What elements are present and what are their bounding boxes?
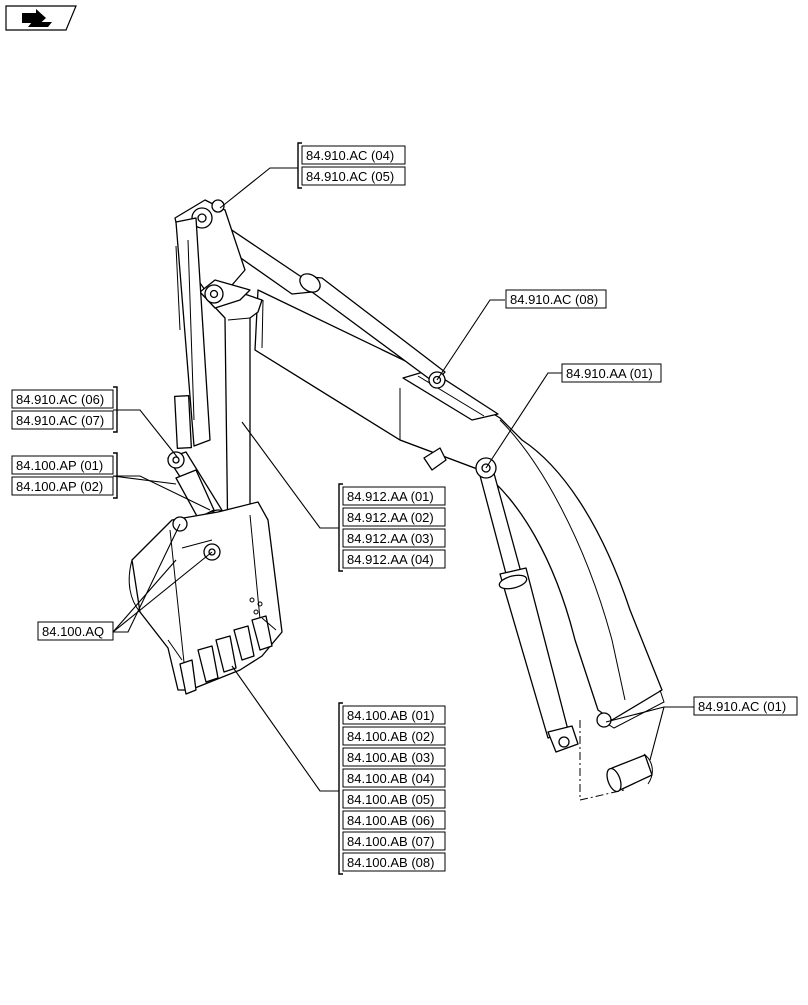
callout-box[interactable] <box>11 410 114 430</box>
callout-label[interactable]: 84.100.AB (01) <box>347 708 434 723</box>
callout-label[interactable]: 84.910.AC (07) <box>16 413 104 428</box>
callout-label[interactable]: 84.100.AB (04) <box>347 771 434 786</box>
callout-box[interactable] <box>342 486 446 506</box>
callout-box[interactable] <box>342 789 446 809</box>
callout-labels: 84.910.AC (04)84.910.AC (05)84.910.AC (0… <box>11 142 798 875</box>
callout-group-910ac-04-05: 84.910.AC (04) 84.910.AC (05) <box>297 142 406 189</box>
callout-box[interactable] <box>342 768 446 788</box>
callout-label[interactable]: 84.100.AB (06) <box>347 813 434 828</box>
callout-box[interactable] <box>342 810 446 830</box>
callout-group-910ac-01: 84.910.AC (01) <box>693 696 798 716</box>
callout-box[interactable] <box>342 705 446 725</box>
callout-box[interactable] <box>342 852 446 872</box>
callout-group-910aa-01: 84.910.AA (01) <box>561 363 662 383</box>
callout-group-100ab-01-08: 84.100.AB (01) 84.100.AB (02) 84.100.AB (0… <box>338 702 446 875</box>
callout-box[interactable] <box>342 549 446 569</box>
callout-label[interactable]: 84.100.AP (02) <box>16 479 103 494</box>
callout-label[interactable]: 84.910.AC (08) <box>510 292 598 307</box>
callout-label[interactable]: 84.100.AQ <box>42 624 104 639</box>
callout-label[interactable]: 84.912.AA (01) <box>347 489 434 504</box>
callout-box[interactable] <box>11 389 114 409</box>
callout-group-910ac-08: 84.910.AC (08) <box>505 289 607 309</box>
callout-bracket <box>338 483 343 572</box>
callout-box[interactable] <box>342 747 446 767</box>
callout-label[interactable]: 84.100.AP (01) <box>16 458 103 473</box>
callout-box[interactable] <box>11 476 114 496</box>
callout-group-100aq: 84.100.AQ <box>37 621 114 641</box>
callout-label[interactable]: 84.100.AB (07) <box>347 834 434 849</box>
callout-group-910ac-06-07: 84.910.AC (06) 84.910.AC (07) <box>11 386 118 433</box>
callout-box[interactable] <box>342 507 446 527</box>
callout-label[interactable]: 84.100.AB (05) <box>347 792 434 807</box>
callout-bracket <box>113 452 118 499</box>
callout-label[interactable]: 84.910.AC (06) <box>16 392 104 407</box>
callout-box[interactable] <box>301 145 406 165</box>
callout-box[interactable] <box>11 455 114 475</box>
callout-label[interactable]: 84.910.AC (04) <box>306 148 394 163</box>
callout-label[interactable]: 84.910.AA (01) <box>566 366 653 381</box>
callout-box[interactable] <box>301 166 406 186</box>
callout-label[interactable]: 84.100.AB (02) <box>347 729 434 744</box>
callout-label[interactable]: 84.910.AC (01) <box>698 699 786 714</box>
callout-bracket <box>338 702 343 875</box>
callout-label[interactable]: 84.910.AC (05) <box>306 169 394 184</box>
callout-box[interactable] <box>37 621 114 641</box>
callout-label[interactable]: 84.100.AB (08) <box>347 855 434 870</box>
next-page-arrow-icon[interactable] <box>5 5 77 31</box>
callout-box[interactable] <box>342 528 446 548</box>
callout-bracket <box>297 142 302 189</box>
callout-box[interactable] <box>342 726 446 746</box>
callout-box[interactable] <box>561 363 662 383</box>
callout-label[interactable]: 84.912.AA (02) <box>347 510 434 525</box>
callout-group-100ap-01-02: 84.100.AP (01) 84.100.AP (02) <box>11 452 118 499</box>
callout-label[interactable]: 84.912.AA (04) <box>347 552 434 567</box>
boom <box>254 289 663 721</box>
leader-lines <box>112 167 694 792</box>
callout-bracket <box>113 386 118 433</box>
callout-box[interactable] <box>342 831 446 851</box>
callout-box[interactable] <box>693 696 798 716</box>
callout-group-912aa-01-04: 84.912.AA (01) 84.912.AA (02) 84.912.AA (0… <box>338 483 446 572</box>
callout-label[interactable]: 84.100.AB (03) <box>347 750 434 765</box>
callout-label[interactable]: 84.912.AA (03) <box>347 531 434 546</box>
callout-box[interactable] <box>505 289 607 309</box>
